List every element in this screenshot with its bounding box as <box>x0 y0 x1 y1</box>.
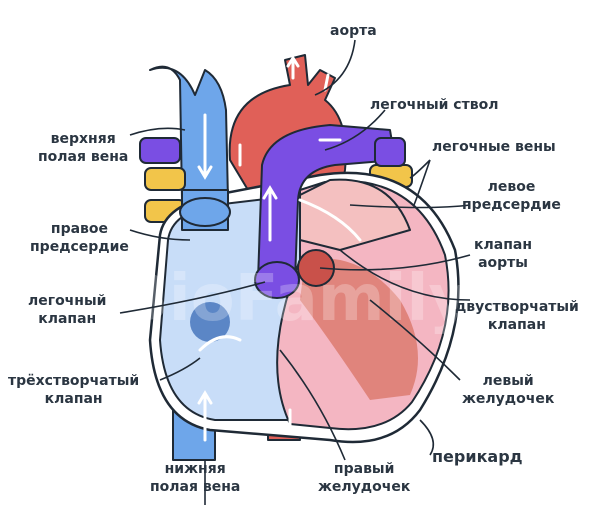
aortic-valve <box>297 249 335 287</box>
pulmonary-valve <box>254 261 300 299</box>
watermark: BioFamily <box>120 262 470 336</box>
label-pulmonary-trunk: легочный ствол <box>370 97 499 113</box>
flow-arrows <box>197 55 362 442</box>
svc-opening <box>179 197 231 227</box>
label-pulmonary-veins: легочные вены <box>432 139 556 155</box>
pulmonary-trunk <box>257 124 396 281</box>
pulmonary-artery-branch <box>139 137 181 164</box>
pulmonary-vein-right-upper <box>144 167 186 191</box>
leader-lines <box>119 39 471 505</box>
left-ventricle-wall <box>300 258 418 400</box>
ivc-opening <box>190 302 230 342</box>
label-pericardium: перикард <box>432 447 523 466</box>
pulmonary-artery-branch-left <box>374 137 406 167</box>
superior-vena-cava <box>149 65 229 201</box>
label-aorta: аорта <box>330 23 377 39</box>
left-atrium <box>299 178 411 251</box>
